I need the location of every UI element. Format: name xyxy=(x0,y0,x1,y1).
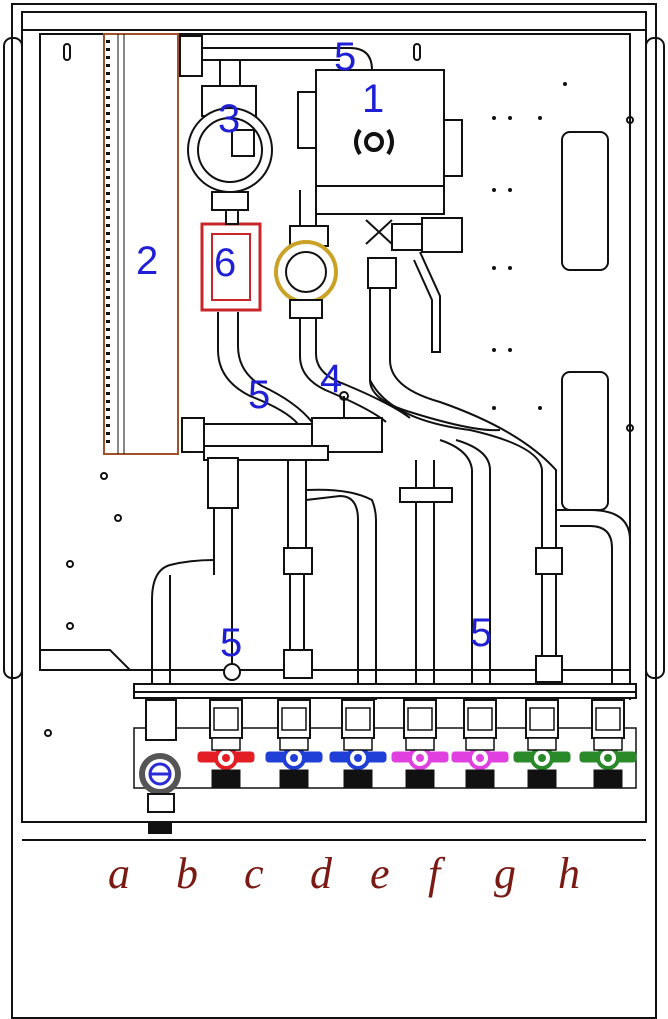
upper-circulation-pump xyxy=(187,60,273,211)
connection-letter-d: d xyxy=(310,849,333,898)
drain-connection xyxy=(139,699,181,834)
heating-symbol-icon xyxy=(354,128,394,156)
top-pipe xyxy=(179,35,373,77)
vertical-pipes xyxy=(151,439,631,700)
label-pipe-left: 5 xyxy=(248,373,270,417)
label-control-unit: 1 xyxy=(362,77,384,121)
label-flow-sensor: 6 xyxy=(214,241,236,285)
manifold xyxy=(181,391,383,461)
connection-letter-b: b xyxy=(176,849,198,898)
ball-valve xyxy=(329,699,387,789)
label-pipe-lower-left: 5 xyxy=(220,621,242,665)
plate-heat-exchanger xyxy=(103,33,179,455)
label-upper-pump: 3 xyxy=(218,97,240,141)
connection-letter-c: c xyxy=(244,849,264,898)
ball-valve xyxy=(513,699,571,789)
label-lower-pump: 4 xyxy=(320,357,342,401)
three-way-valve xyxy=(365,217,463,353)
connection-letter-f: f xyxy=(428,849,446,898)
connection-letter-h: h xyxy=(558,849,580,898)
control-unit xyxy=(297,69,463,215)
ball-valve xyxy=(197,699,255,789)
ball-valve xyxy=(451,699,509,789)
connection-letters: a b c d e f g h xyxy=(108,849,580,898)
connection-letter-g: g xyxy=(494,849,516,898)
lower-circulation-pump xyxy=(274,190,338,319)
ball-valve xyxy=(391,699,449,789)
connection-letter-e: e xyxy=(370,849,390,898)
component-labels: 1 2 3 4 5 5 5 5 6 xyxy=(136,35,492,665)
ball-valve xyxy=(579,699,637,789)
label-pipe-lower-right: 5 xyxy=(470,611,492,655)
valve-row xyxy=(197,699,637,789)
flow-sensor xyxy=(200,209,262,312)
cabinet xyxy=(3,3,665,1019)
connection-letter-a: a xyxy=(108,849,130,898)
connecting-pipes xyxy=(217,288,557,548)
label-pipe-top: 5 xyxy=(334,35,356,79)
ball-valve xyxy=(265,699,323,789)
label-heat-exchanger: 2 xyxy=(136,239,158,283)
